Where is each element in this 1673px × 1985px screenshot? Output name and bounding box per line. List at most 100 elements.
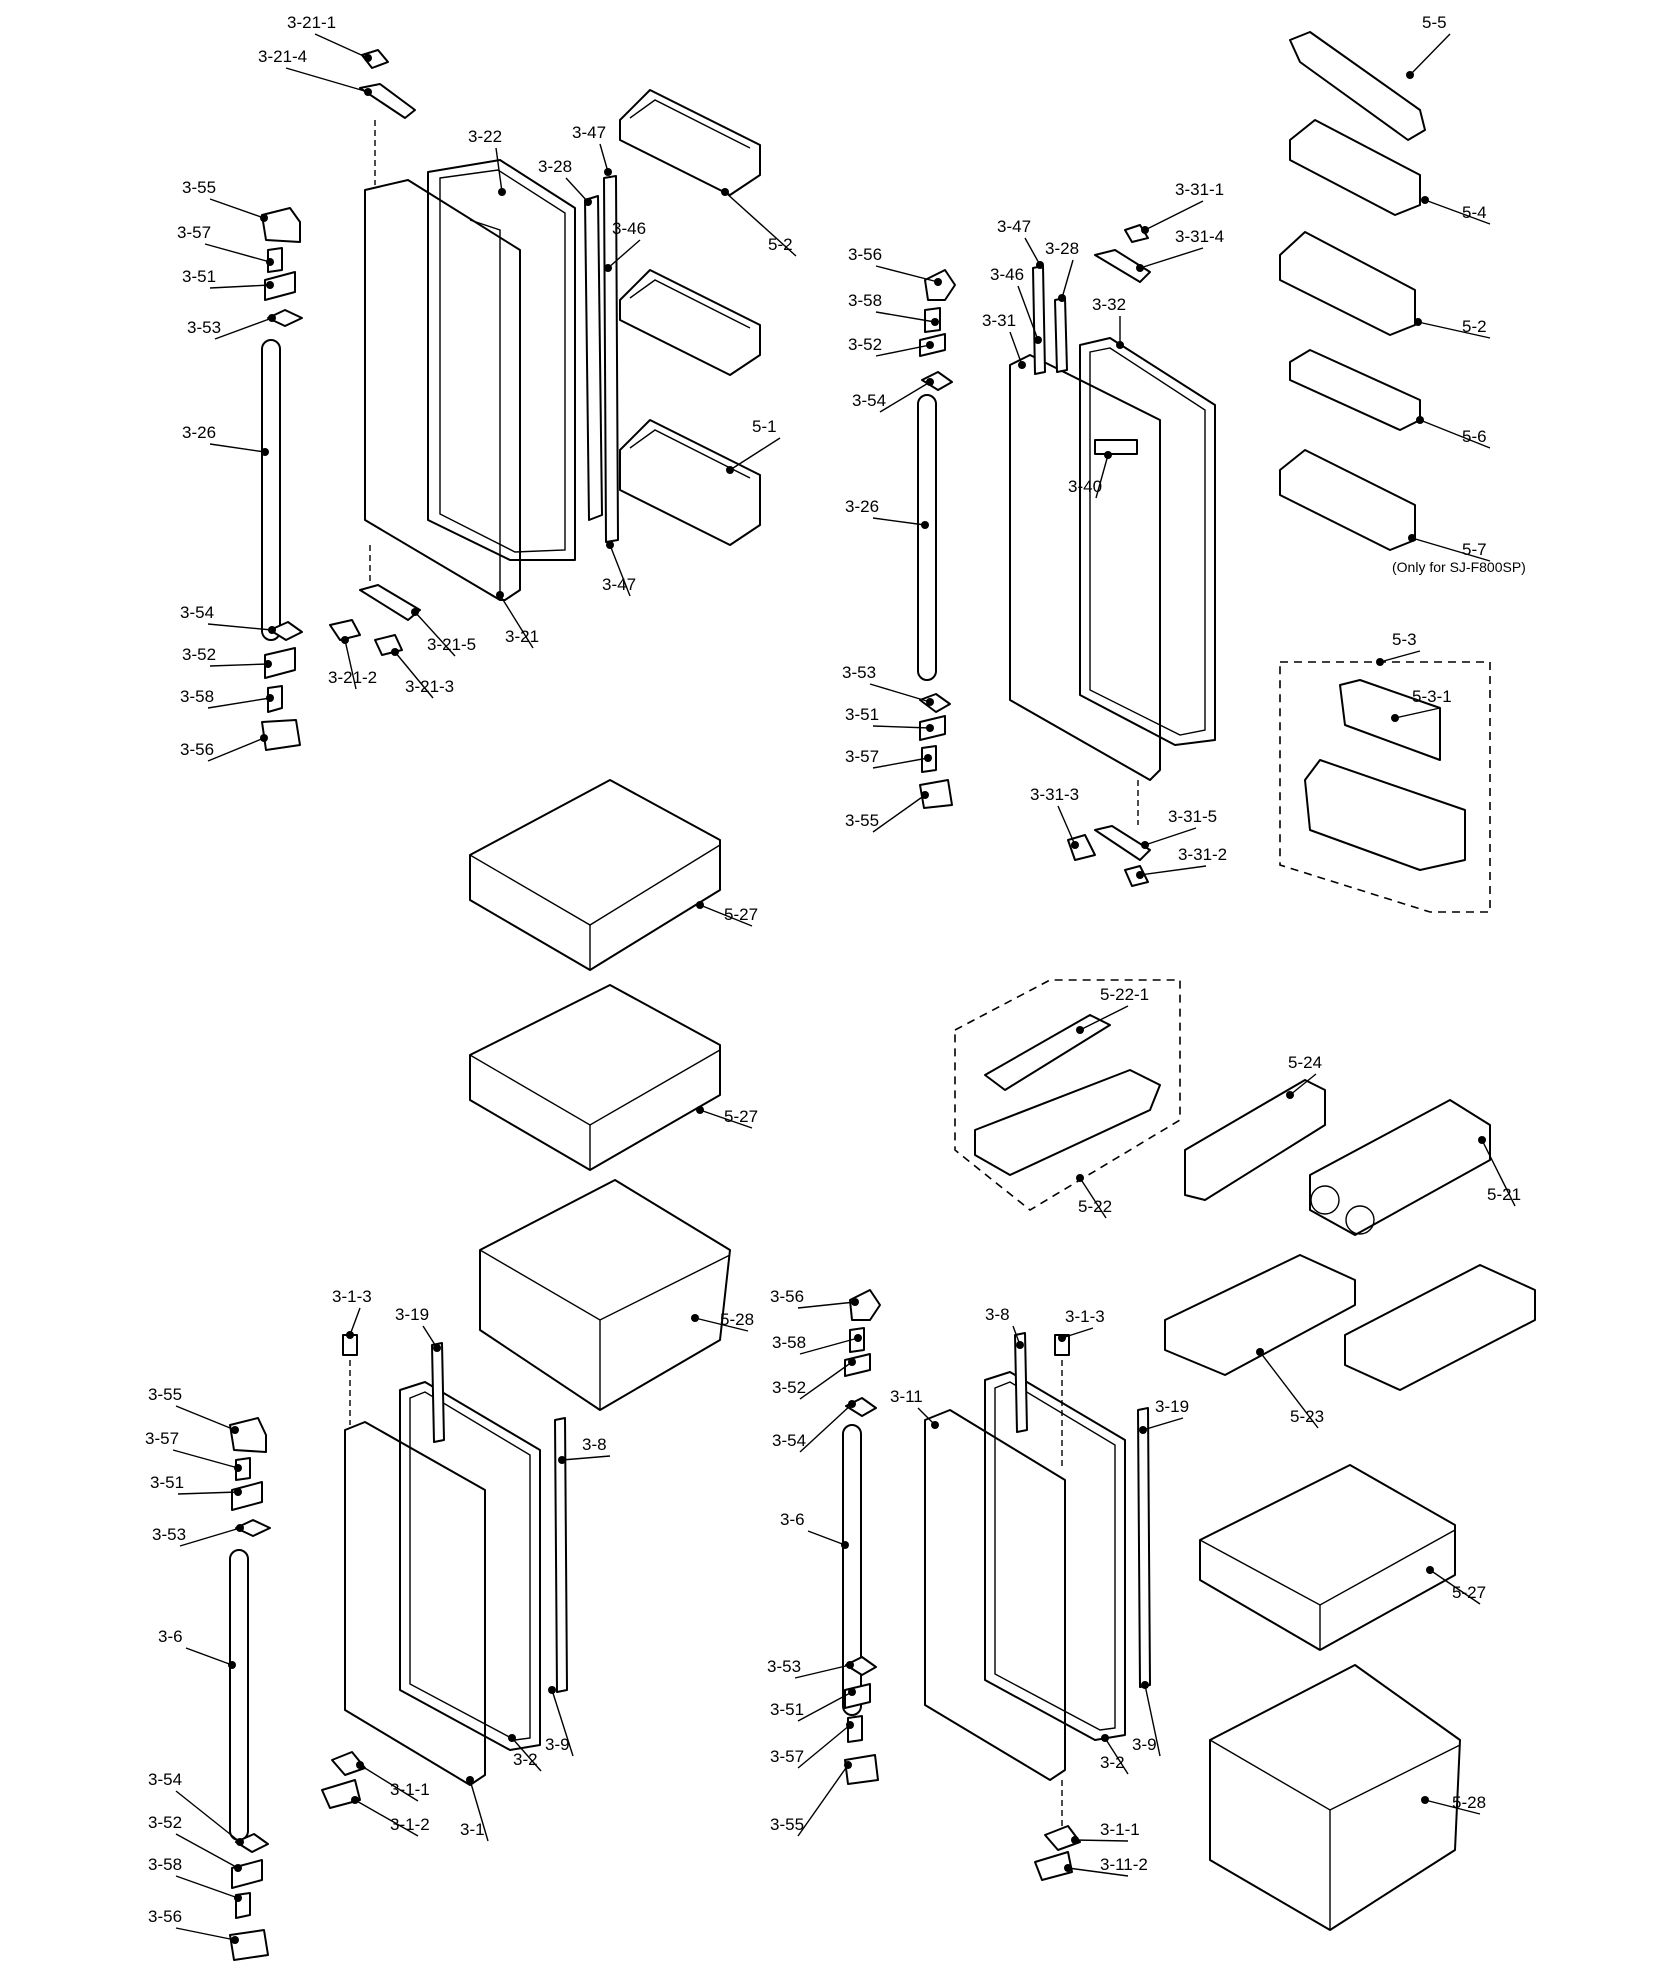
leader-3-40 (1095, 454, 1109, 499)
label-3-1: 3-1 (460, 1820, 485, 1839)
leader-3-28a (565, 177, 589, 203)
leader-dot-3-56c (231, 1936, 239, 1944)
shelf-5-23-right (1344, 1264, 1536, 1391)
label-3-11-2: 3-11-2 (1100, 1855, 1148, 1874)
gasket-3-32 (1079, 337, 1216, 746)
shelf-5-23-left (1164, 1254, 1356, 1376)
label-5-1: 5-1 (752, 417, 777, 436)
leader-3-31-3 (1057, 805, 1076, 846)
leader-dot-5-4 (1421, 196, 1429, 204)
gasket-3-2-right (984, 1371, 1126, 1741)
leader-dot-3-55a (260, 214, 268, 222)
label-3-53d: 3-53 (767, 1657, 801, 1676)
label-3-1-3b: 3-1-3 (1065, 1307, 1105, 1326)
bushing-3-52-left-bottom (231, 1859, 263, 1889)
box-5-22 (954, 979, 1181, 1211)
label-3-57a: 3-57 (177, 223, 211, 242)
drawer-5-28-mid (479, 1179, 731, 1411)
leader-3-51d (797, 1691, 853, 1722)
label-3-52c: 3-52 (148, 1813, 182, 1832)
label-5-22: 5-22 (1078, 1197, 1112, 1216)
label-3-58c: 3-58 (148, 1855, 182, 1874)
leader-dot-3-21-4 (364, 88, 372, 96)
label-3-51b: 3-51 (845, 705, 879, 724)
bin-5-7 (1279, 449, 1416, 551)
leader-5-2a (724, 191, 797, 257)
leader-dot-3-21-5 (411, 608, 419, 616)
leader-dot-3-19a (433, 1344, 441, 1352)
leader-dot-3-58d (854, 1334, 862, 1342)
leader-dot-3-31 (1018, 361, 1026, 369)
leader-dot-3-53a (268, 314, 276, 322)
strip-3-8-right (1014, 1332, 1028, 1433)
leader-3-1-1a (359, 1764, 419, 1802)
leader-dot-3-11 (931, 1421, 939, 1429)
leader-3-52a (209, 663, 269, 667)
leader-3-28b (1061, 259, 1074, 299)
bin-5-2-mid (619, 269, 761, 376)
label-3-21-2: 3-21-2 (328, 668, 377, 687)
label-3-52b: 3-52 (848, 335, 882, 354)
leader-5-3-1 (1394, 707, 1441, 719)
label-3-28b: 3-28 (1045, 239, 1079, 258)
label-3-31-3: 3-31-3 (1030, 785, 1079, 804)
hinge-3-31-4 (1094, 249, 1151, 283)
leader-5-1 (729, 437, 781, 471)
label-3-52d: 3-52 (772, 1378, 806, 1397)
leader-dot-3-54b (926, 378, 934, 386)
label-3-19a: 3-19 (395, 1305, 429, 1324)
washer-3-53 (267, 309, 303, 327)
bin-5-2-top (619, 89, 761, 196)
leader-3-52c (175, 1833, 239, 1869)
leader-3-51b (872, 725, 931, 729)
leader-3-53d (794, 1664, 851, 1679)
leader-3-9a (551, 1689, 574, 1757)
leader-dot-3-54a (268, 626, 276, 634)
hinge-3-21-4 (359, 83, 416, 119)
leader-dot-3-53d (846, 1661, 854, 1669)
leader-dot-5-27b (696, 1106, 704, 1114)
bin-5-1 (619, 419, 761, 546)
leader-3-21-1 (314, 33, 369, 59)
leader-5-5 (1409, 33, 1451, 76)
leader-3-47a (599, 143, 609, 173)
leader-3-21-4 (285, 67, 369, 93)
leader-dot-3-1 (466, 1776, 474, 1784)
leader-dot-3-31-1 (1141, 226, 1149, 234)
label-3-40 (1094, 439, 1138, 455)
leader-dot-3-53b (926, 698, 934, 706)
leader-3-56c (175, 1927, 236, 1941)
leader-dot-3-11-2 (1064, 1864, 1072, 1872)
leader-5-3 (1379, 650, 1421, 663)
leader-dot-3-54d (848, 1400, 856, 1408)
shaft-3-6-right (842, 1424, 862, 1716)
middle-drawers-group (469, 779, 1536, 1931)
leader-dot-3-6a (228, 1661, 236, 1669)
label-3-54d: 3-54 (772, 1431, 806, 1450)
label-3-47c: 3-47 (997, 217, 1031, 236)
label-3-22: 3-22 (468, 127, 502, 146)
bin-5-4 (1289, 119, 1421, 216)
label-3-55d: 3-55 (770, 1815, 804, 1834)
leader-dot-3-52a (264, 660, 272, 668)
leader-5-21 (1481, 1139, 1516, 1207)
leader-dot-5-2b (1414, 318, 1422, 326)
washer-3-54-left-bottom (235, 1833, 269, 1853)
label-5-22-1: 5-22-1 (1100, 985, 1149, 1004)
label-3-9b: 3-9 (1132, 1735, 1157, 1754)
label-5-4: 5-4 (1462, 203, 1487, 222)
leader-5-2b (1417, 321, 1491, 339)
upper-right-door-group (917, 31, 1491, 913)
handle-5-5 (1289, 31, 1426, 141)
cap-3-55-right-bottom (844, 1754, 879, 1785)
leader-3-52d (799, 1361, 853, 1400)
label-5-5: 5-5 (1422, 13, 1447, 32)
leader-dot-3-9a (548, 1686, 556, 1694)
leader-3-21-5 (414, 611, 456, 657)
leader-dot-3-6b (841, 1541, 849, 1549)
washer-3-53-right (919, 693, 951, 713)
leader-3-26b (872, 517, 926, 526)
strip-3-28 (584, 195, 603, 521)
label-3-58a: 3-58 (180, 687, 214, 706)
leader-dot-5-22-1 (1076, 1026, 1084, 1034)
